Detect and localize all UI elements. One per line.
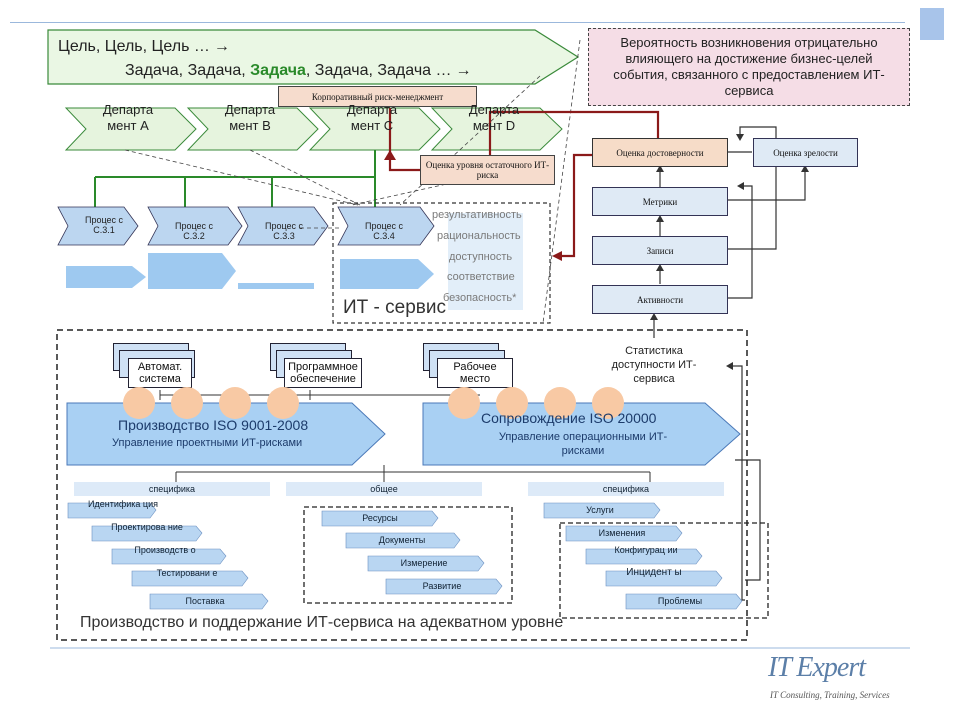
circle-marker [123, 387, 155, 419]
item-testing: Тестировани е [156, 568, 218, 578]
item-production: Производств о [134, 545, 196, 555]
item-resources: Ресурсы [362, 513, 398, 523]
department-b: Департа мент B [224, 102, 276, 133]
corporate-risk-box: Корпоративный риск-менеджмент [278, 86, 477, 107]
logo-main: IT Expert [768, 652, 866, 683]
circle-marker [171, 387, 203, 419]
maturity-box: Оценка зрелости [753, 138, 858, 167]
circle-marker [496, 387, 528, 419]
residual-risk-label: Оценка уровня остаточного ИТ-риска [425, 160, 550, 180]
property-effectiveness: результативность [432, 209, 522, 221]
resource-label: Программное обеспечение [284, 358, 362, 388]
maturity-label: Оценка зрелости [773, 147, 838, 158]
circle-marker [544, 387, 576, 419]
department-c: Департа мент C [346, 102, 398, 133]
production-title: Производство ISO 9001-2008 [118, 417, 309, 433]
tasks-suffix: , Задача, Задача … [305, 62, 452, 79]
process-c32: Процес с С.3.2 [174, 221, 214, 241]
category-right: специфика [528, 482, 724, 496]
process-c33: Процес с С.3.3 [264, 221, 304, 241]
it-service-title: ИТ - сервис [343, 297, 446, 318]
risk-definition-box: Вероятность возникновения отрицательно в… [588, 28, 910, 106]
property-compliance: соответствие [447, 271, 515, 283]
circle-marker [219, 387, 251, 419]
statistics-label: Статистика доступности ИТ-сервиса [611, 345, 697, 385]
arrow-icon: → [455, 62, 472, 79]
process-c31: Процес с С.3.1 [84, 215, 124, 235]
property-security: безопасность* [443, 292, 517, 304]
property-availability: доступность [449, 251, 513, 263]
support-subtitle: Управление операционными ИТ-рисками [498, 431, 668, 457]
circle-marker [267, 387, 299, 419]
top-rule [10, 22, 905, 23]
goals-line: Цель, Цель, Цель …→ [58, 38, 230, 55]
footer-caption: Производство и поддержание ИТ-сервиса на… [80, 614, 564, 631]
records-box: Записи [592, 236, 728, 265]
item-documents: Документы [378, 535, 426, 545]
activities-box: Активности [592, 285, 728, 314]
corporate-risk-label: Корпоративный риск-менеджмент [311, 91, 444, 102]
category-left-label: специфика [148, 484, 196, 494]
circle-marker [592, 387, 624, 419]
production-subtitle: Управление проектными ИТ-рисками [112, 437, 303, 449]
item-problems: Проблемы [657, 596, 703, 606]
support-title: Сопровождение ISO 20000 [481, 410, 657, 426]
property-rationality: рациональность [437, 230, 521, 242]
item-incidents: Инцидент ы [626, 567, 682, 578]
department-d: Департа мент D [468, 102, 520, 133]
reliability-label: Оценка достоверности [616, 147, 704, 158]
arrow-icon: → [213, 38, 230, 55]
tasks-line: Задача, Задача, Задача, Задача, Задача …… [125, 62, 472, 80]
item-configurations: Конфигурац ии [614, 545, 678, 555]
circle-marker [448, 387, 480, 419]
metrics-label: Метрики [642, 196, 678, 207]
category-right-label: специфика [602, 484, 650, 494]
activities-label: Активности [636, 294, 684, 305]
resource-label: Рабочее место [437, 358, 513, 388]
metrics-box: Метрики [592, 187, 728, 216]
item-development: Развитие [422, 581, 462, 591]
resource-label: Автомат. система [128, 358, 192, 388]
category-middle-label: общее [370, 484, 398, 494]
item-delivery: Поставка [185, 596, 225, 606]
item-services: Услуги [586, 505, 614, 515]
item-design: Проектирова ние [111, 522, 183, 532]
corner-square [920, 8, 944, 40]
residual-risk-box: Оценка уровня остаточного ИТ-риска [420, 155, 555, 185]
department-a: Департа мент A [102, 102, 154, 133]
risk-definition-text: Вероятность возникновения отрицательно в… [613, 35, 885, 98]
item-identification: Идентифика ция [88, 499, 158, 509]
reliability-box: Оценка достоверности [592, 138, 728, 167]
logo-sub: IT Consulting, Training, Services [770, 690, 890, 700]
item-changes: Изменения [598, 528, 646, 538]
category-left: специфика [74, 482, 270, 496]
category-middle: общее [286, 482, 482, 496]
tasks-highlight: Задача [250, 62, 306, 79]
item-measurement: Измерение [400, 558, 448, 568]
process-c34: Процес с С.3.4 [364, 221, 404, 241]
records-label: Записи [646, 245, 674, 256]
tasks-prefix: Задача, Задача, [125, 62, 251, 79]
